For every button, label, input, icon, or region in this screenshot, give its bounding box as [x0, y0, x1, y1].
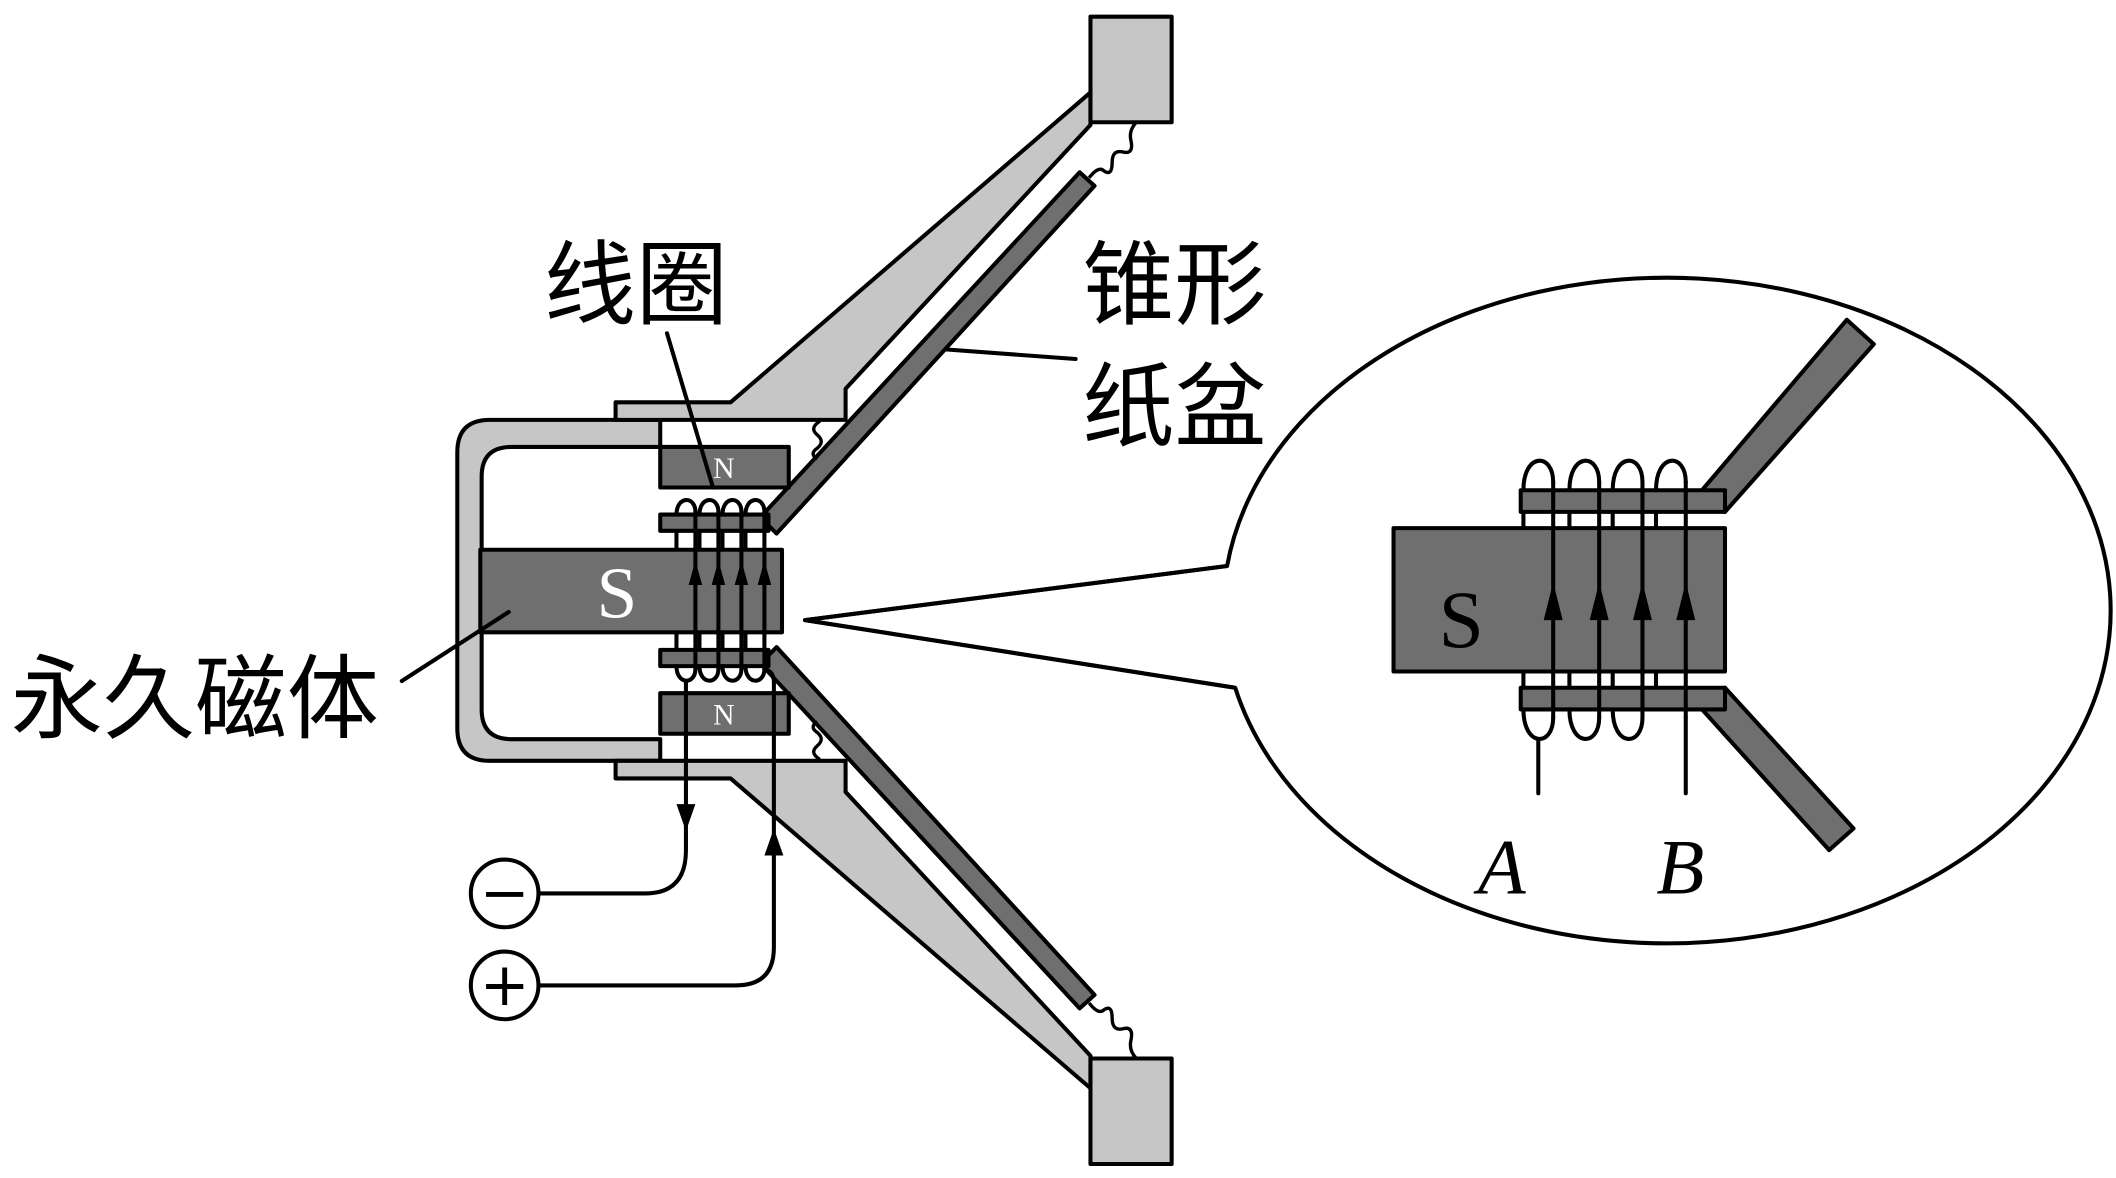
zoom-current-arrow-icon — [1676, 582, 1696, 621]
coil-former-top — [658, 512, 771, 533]
north-pole-top — [658, 444, 791, 490]
north-pole-bottom-label: N — [713, 698, 735, 731]
coil-bottom-cap — [720, 664, 744, 683]
zoom-coil-former-bottom — [1518, 685, 1728, 712]
magnet-label: 永久磁体 — [11, 646, 379, 753]
zoom-coil-top-cap — [1653, 458, 1688, 493]
current-arrow-icon — [757, 560, 772, 585]
coil-top-cap — [674, 498, 698, 517]
negative-terminal-circle — [468, 857, 541, 930]
lead-arrow-up-icon — [764, 828, 784, 856]
magnet-yoke — [455, 417, 663, 763]
zoom-coil-bottom-cap — [1610, 707, 1645, 741]
surround-top — [1087, 121, 1138, 179]
zoom-coil-bottom-cap — [1567, 707, 1602, 741]
frame-mount-top — [1088, 14, 1174, 125]
north-pole-top-label: N — [713, 452, 735, 485]
coil-top-cap — [743, 498, 767, 517]
labels: 线圈 锥形 纸盆 永久磁体 — [11, 232, 1267, 753]
spider-bottom — [811, 720, 823, 761]
positive-terminal[interactable]: + — [468, 949, 541, 1022]
south-pole-bar — [478, 547, 785, 635]
lead-arrow-down-icon — [676, 804, 696, 832]
coil-bottom-cap — [674, 664, 698, 683]
frame-top — [613, 90, 1093, 422]
cone-label-line2: 纸盆 — [1082, 354, 1266, 461]
lead-negative — [536, 678, 688, 896]
cone-label-line1: 锥形 — [1082, 232, 1266, 339]
magnet-leader-line — [399, 609, 511, 684]
zoom-coil-top-cap — [1610, 458, 1645, 493]
frame-mount-bottom — [1088, 1056, 1174, 1167]
current-arrow-icon — [711, 560, 726, 585]
coil-bottom-cap — [697, 664, 721, 683]
zoom-coil-top-cap — [1567, 458, 1602, 493]
zoom-south-pole-label: S — [1439, 575, 1484, 665]
callout-bubble-edge — [802, 563, 1236, 690]
coil-bottom-cap — [743, 664, 767, 683]
lead-positive — [536, 666, 776, 988]
speaker-assembly: N N S — [455, 14, 1174, 1167]
current-arrow-icon — [734, 560, 749, 585]
spider-top — [811, 419, 823, 461]
zoom-coil-former-top — [1518, 488, 1728, 514]
frame-bottom — [613, 758, 1093, 1091]
positive-terminal-circle — [468, 949, 541, 1022]
north-pole-bottom — [658, 691, 791, 736]
zoom-current-arrow-icon — [1633, 582, 1652, 621]
current-arrow-icon — [688, 560, 703, 585]
coil-label: 线圈 — [544, 232, 728, 339]
south-pole-label: S — [597, 552, 638, 633]
zoom-current-arrow-icon — [1589, 582, 1609, 621]
zoom-callout: S A B — [802, 275, 2113, 946]
cone-top — [758, 170, 1097, 536]
coil-former-bottom — [658, 647, 771, 669]
zoom-current-arrow-icon — [1543, 582, 1563, 621]
zoom-coil-top-cap — [1521, 458, 1556, 493]
coil-leader-line — [664, 331, 716, 490]
cone-bottom — [758, 645, 1097, 1011]
negative-terminal-sign: − — [480, 859, 530, 928]
negative-terminal[interactable]: − — [468, 857, 541, 930]
surround-bottom — [1087, 1001, 1138, 1060]
zoom-coil — [1521, 458, 1696, 741]
zoom-lead-a-label: A — [1473, 823, 1527, 910]
cone-leader-line — [945, 347, 1078, 362]
zoom-south-pole-bar — [1391, 526, 1728, 674]
coil-top-cap — [720, 498, 744, 517]
positive-terminal-sign: + — [480, 951, 530, 1020]
zoom-lead-b-label: B — [1656, 823, 1704, 910]
coil-top-cap — [697, 498, 721, 517]
coil — [674, 498, 772, 683]
